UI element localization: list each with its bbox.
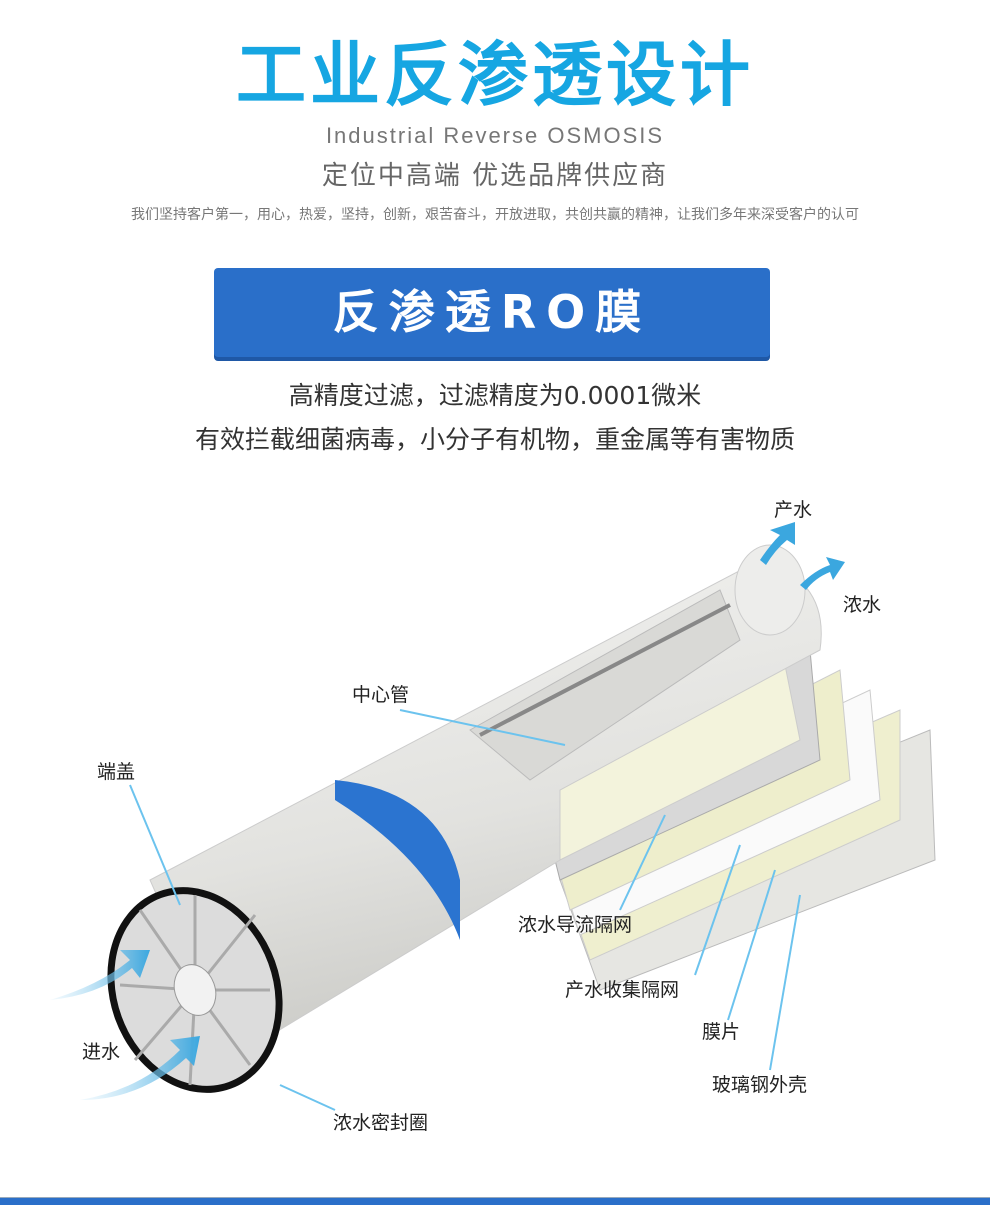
section-banner: 反渗透RO膜 [214, 268, 770, 357]
label-permeate-spacer: 产水收集隔网 [565, 979, 680, 1001]
label-product-water: 产水 [774, 499, 813, 521]
end-cap [107, 887, 283, 1093]
center-tube [479, 603, 731, 737]
description-line-1: 高精度过滤，过滤精度为0.0001微米 [288, 381, 702, 410]
flow-arrows [50, 522, 845, 1100]
center-tube-window [469, 589, 741, 781]
english-subtitle: Industrial Reverse OSMOSIS [325, 123, 665, 148]
leader-lines [129, 709, 801, 1111]
label-membrane: 膜片 [702, 1021, 741, 1043]
blue-band [335, 780, 460, 940]
label-end-cap: 端盖 [97, 761, 136, 783]
label-feed-spacer: 浓水导流隔网 [518, 914, 633, 936]
membrane-layers [539, 639, 936, 991]
label-brine-seal: 浓水密封圈 [333, 1112, 429, 1134]
label-center-tube: 中心管 [352, 684, 410, 706]
description-line-2: 有效拦截细菌病毒，小分子有机物，重金属等有害物质 [194, 425, 795, 454]
label-feed-water: 进水 [82, 1041, 121, 1063]
label-concentrate: 浓水 [843, 594, 882, 616]
label-frp-shell: 玻璃钢外壳 [712, 1074, 808, 1096]
slogan: 我们坚持客户第一，用心，热爱，坚持，创新，艰苦奋斗，开放进取，共创共赢的精神，让… [131, 207, 859, 223]
page-title: 工业反渗透设计 [236, 34, 754, 116]
ro-membrane-diagram [50, 522, 936, 1111]
bottom-bar [0, 1197, 990, 1205]
chinese-subtitle: 定位中高端 优选品牌供应商 [321, 161, 669, 191]
